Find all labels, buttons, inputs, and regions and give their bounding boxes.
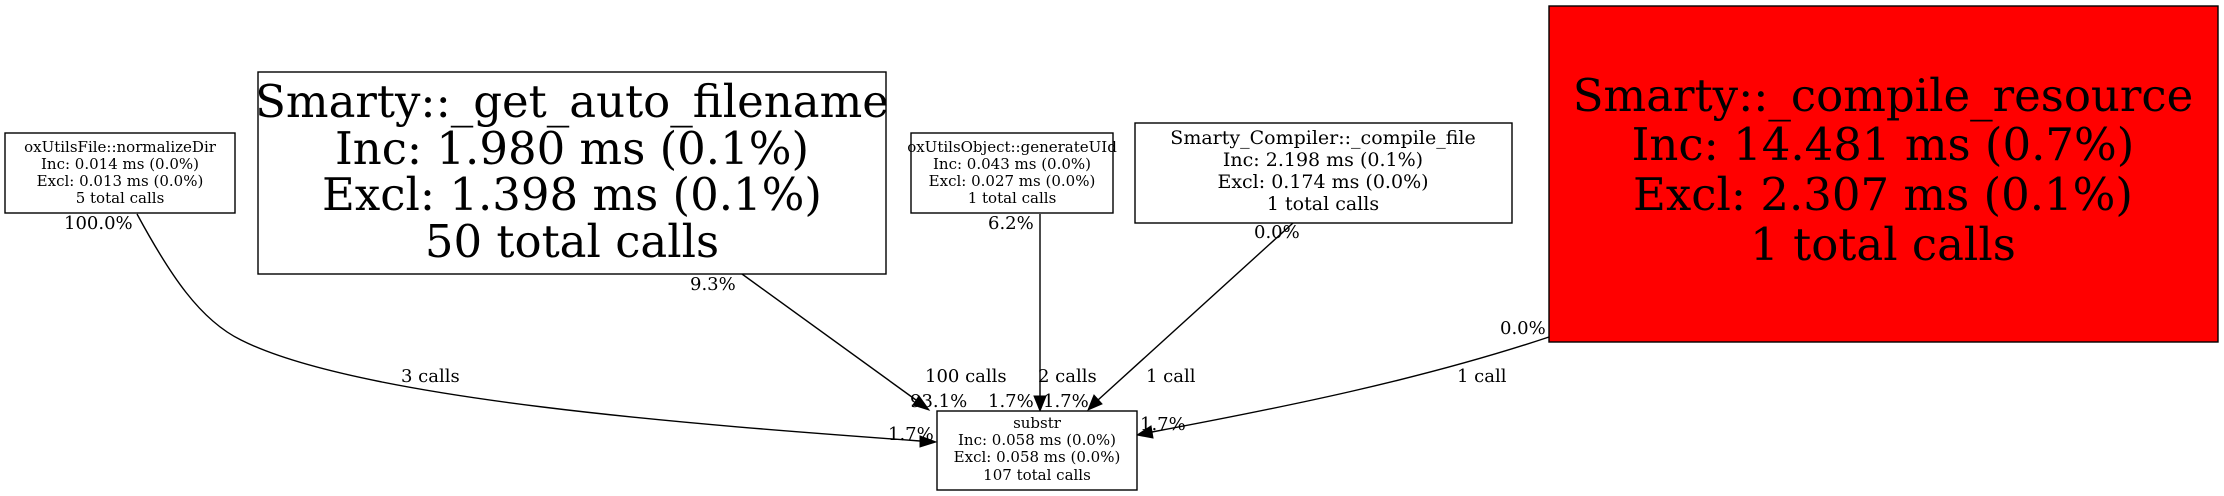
node-title: Smarty_Compiler::_compile_file [1170,127,1475,149]
node-calls: 50 total calls [425,215,719,268]
arrowhead-icon [1087,394,1103,411]
node-normalize-dir[interactable]: oxUtilsFile::normalizeDir Inc: 0.014 ms … [4,132,236,214]
node-compile-resource[interactable]: Smarty::_compile_resource Inc: 14.481 ms… [1548,5,2219,343]
node-substr[interactable]: substr Inc: 0.058 ms (0.0%) Excl: 0.058 … [936,410,1138,491]
node-excl: Excl: 0.013 ms (0.0%) [37,172,204,190]
node-calls: 1 total calls [1750,218,2016,271]
edge-label: 1 call [1457,366,1507,387]
node-inc: Inc: 0.014 ms (0.0%) [41,155,199,173]
edge-label: 1 call [1146,366,1196,387]
node-generate-uid[interactable]: oxUtilsObject::generateUId Inc: 0.043 ms… [907,132,1117,214]
node-inc: Inc: 14.481 ms (0.7%) [1632,118,2135,171]
arrowhead-icon [1135,425,1154,439]
node-excl: Excl: 1.398 ms (0.1%) [322,168,822,221]
edge-head-label: 93.1% [910,391,967,412]
node-get-auto-filename[interactable]: Smarty::_get_auto_filename Inc: 1.980 ms… [255,71,889,275]
edge-generate-uid-to-substr: 2 calls 6.2% 1.7% [988,213,1097,413]
node-calls: 1 total calls [968,189,1057,207]
node-inc: Inc: 0.058 ms (0.0%) [958,431,1116,449]
edge-normalize-dir-to-substr: 3 calls 100.0% 1.7% [64,213,938,448]
edge-compile-file-to-substr: 1 call 0.0% 1.7% [1043,222,1300,412]
edge-label: 2 calls [1038,366,1097,387]
edge-head-label: 1.7% [1140,414,1186,435]
edge-compile-resource-to-substr: 1 call 0.0% 1.7% [1135,318,1550,439]
node-inc: Inc: 1.980 ms (0.1%) [335,122,809,175]
arrowhead-icon [912,395,931,411]
edge-tail-label: 0.0% [1500,318,1546,339]
node-excl: Excl: 2.307 ms (0.1%) [1633,168,2133,221]
edge-tail-label: 0.0% [1254,222,1300,243]
node-calls: 107 total calls [983,466,1091,484]
edge-head-label: 1.7% [888,424,934,445]
node-excl: Excl: 0.027 ms (0.0%) [929,172,1096,190]
edge-label: 3 calls [401,366,460,387]
node-calls: 1 total calls [1267,193,1379,215]
node-excl: Excl: 0.058 ms (0.0%) [954,448,1121,466]
node-excl: Excl: 0.174 ms (0.0%) [1217,171,1428,193]
node-compile-file[interactable]: Smarty_Compiler::_compile_file Inc: 2.19… [1134,122,1513,224]
node-title: oxUtilsObject::generateUId [907,138,1117,156]
node-title: substr [1013,414,1062,432]
node-title: Smarty::_compile_resource [1573,69,2194,122]
edge-label: 100 calls [925,366,1007,387]
node-title: oxUtilsFile::normalizeDir [24,138,217,156]
edge-get-auto-filename-to-substr: 100 calls 9.3% 93.1% [690,273,1007,412]
edge-tail-label: 100.0% [64,213,133,234]
edge-tail-label: 9.3% [690,274,736,295]
edge-tail-label: 6.2% [988,213,1034,234]
arrowhead-icon [1033,395,1047,413]
node-inc: Inc: 0.043 ms (0.0%) [933,155,1091,173]
node-title: Smarty::_get_auto_filename [255,75,889,128]
edge-head-label: 1.7% [988,391,1034,412]
arrowhead-icon [919,435,938,448]
node-calls: 5 total calls [76,189,165,207]
edge-head-label: 1.7% [1043,391,1089,412]
node-inc: Inc: 2.198 ms (0.1%) [1223,149,1423,171]
